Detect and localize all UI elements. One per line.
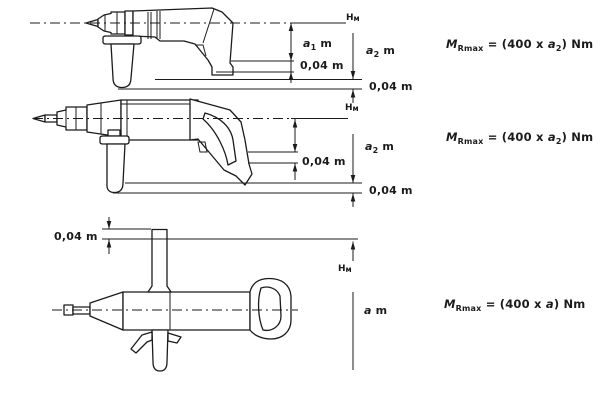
drill2-motor-body (120, 99, 199, 141)
middle-drill-drawing (32, 98, 362, 207)
drill2-handle-opening (202, 112, 237, 166)
dim-label-004-mid1: 0,04 m (302, 155, 346, 168)
formula-3: MRmax = (400 x a) Nm (444, 297, 586, 313)
tool3-bit (63, 304, 74, 316)
drill2-side-handle-flange (99, 135, 130, 145)
top-drill-drawing (30, 7, 362, 103)
dim-label-004-bottom: 0,04 m (54, 230, 98, 243)
drill2-side-handle-clamp (107, 129, 121, 137)
tool3-nose-cone (89, 291, 124, 331)
tool3-lower-grip (151, 329, 169, 372)
tool3-top-handle-post (147, 228, 172, 293)
bottom-tool-drawing (52, 217, 358, 372)
tool3-dim-004 (106, 217, 112, 254)
drill1-dim-a2-and-004 (350, 33, 356, 103)
formula-1: MRmax = (400 x a2) Nm (446, 37, 594, 53)
drill2-dim-004-upper (292, 119, 298, 180)
drill1-trigger (195, 44, 207, 57)
drill1-dim-a1-and-004 (288, 23, 294, 83)
axis-force-label-2: Hм (345, 103, 359, 113)
tool3-spade-handle-opening (257, 286, 282, 332)
drill2-dim-a2-and-004 (350, 134, 356, 207)
tool3-body (122, 291, 251, 331)
tool3-trigger-lever (130, 331, 153, 354)
drill1-side-handle-flange (102, 35, 142, 45)
dim-label-004-mid2: 0,04 m (369, 184, 413, 197)
tool3-side-horn (167, 332, 182, 344)
drill2-trigger (197, 141, 208, 153)
drill1-side-handle-grip (110, 43, 135, 89)
axis-force-label-3: Hм (338, 264, 352, 274)
axis-force-label-1: Hм (346, 13, 360, 23)
formula-2: MRmax = (400 x a2) Nm (446, 130, 594, 146)
drill2-side-handle-grip (106, 143, 126, 194)
tool3-dim-a (350, 241, 356, 370)
dim-label-004-top1: 0,04 m (300, 59, 344, 72)
dim-label-004-top2: 0,04 m (369, 80, 413, 93)
